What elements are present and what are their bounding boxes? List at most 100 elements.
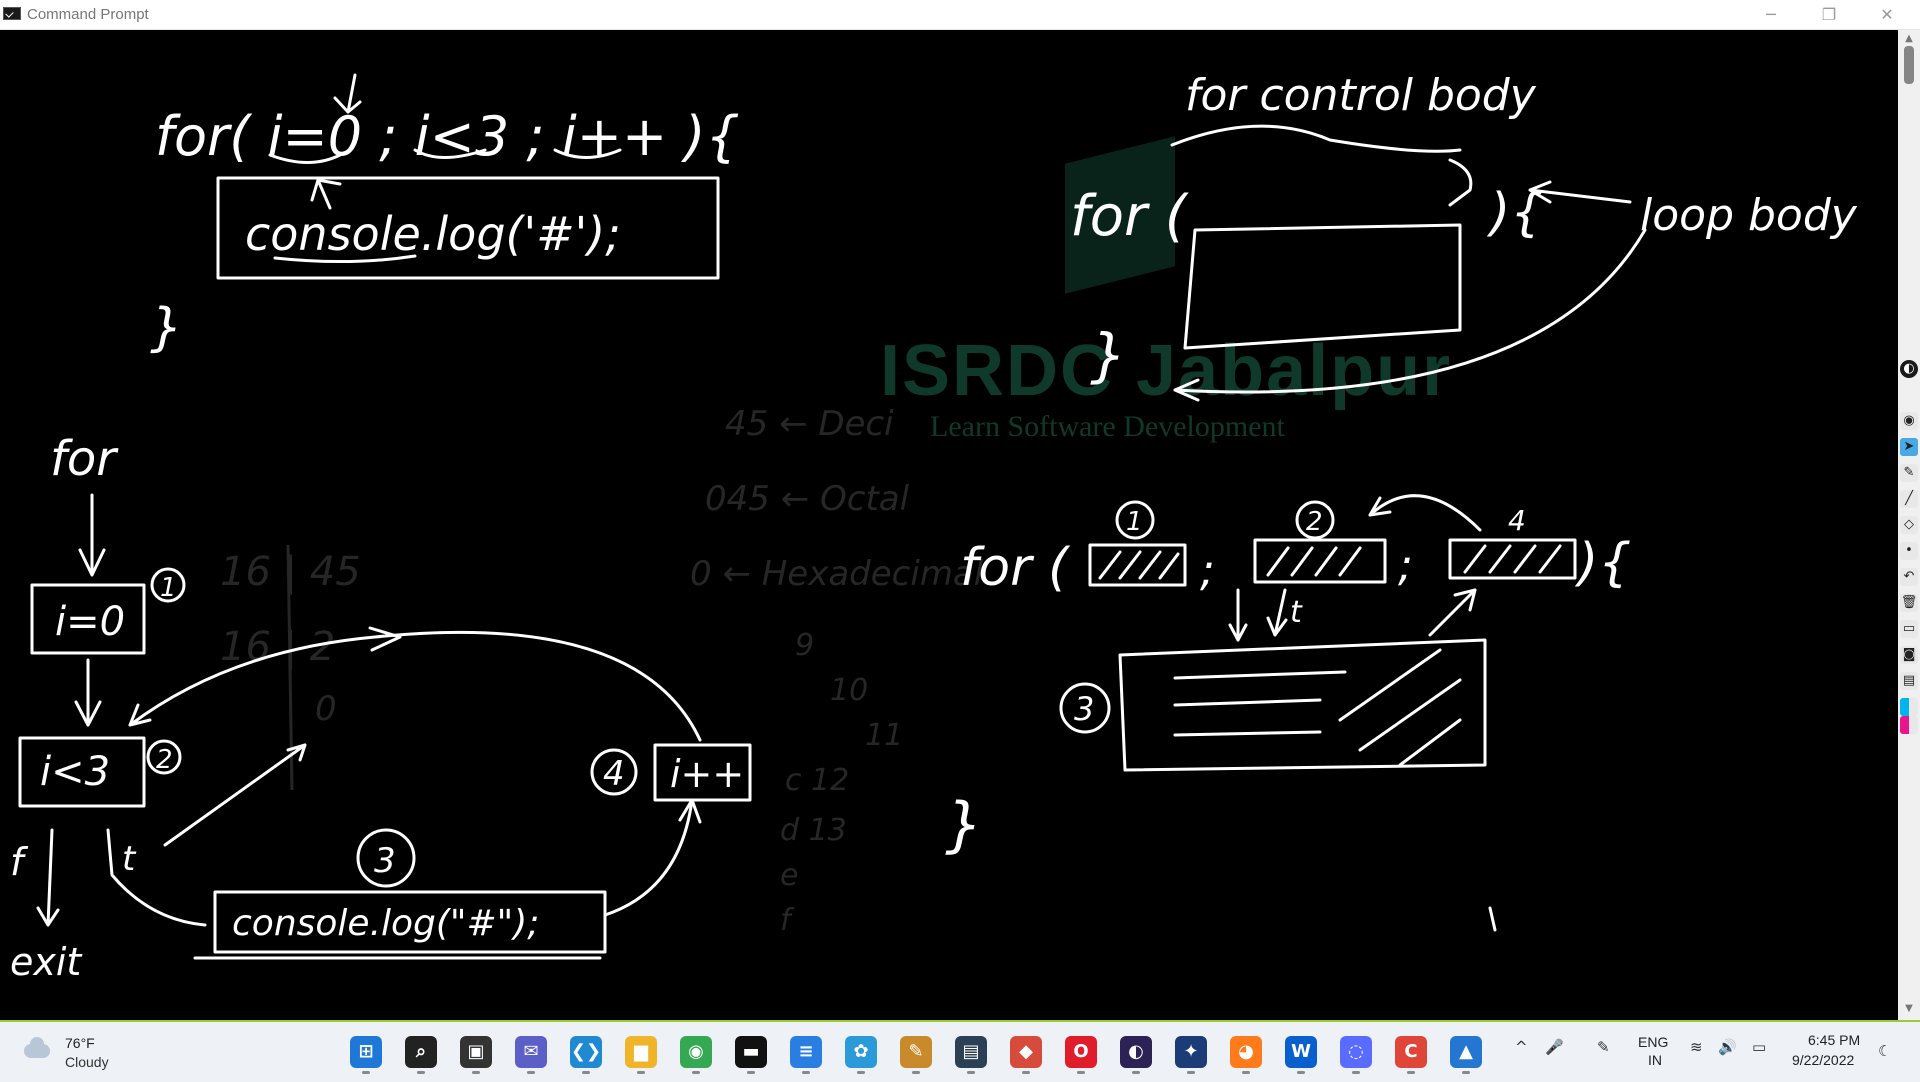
generic-body-box — [1118, 638, 1487, 772]
cursor-tool-icon[interactable]: ➤ — [1900, 438, 1918, 456]
webex-icon[interactable]: W — [1285, 1036, 1317, 1074]
flow-arrow-1 — [78, 493, 106, 577]
task-view-icon[interactable]: ▣ — [460, 1036, 492, 1074]
messenger-icon[interactable]: ◌ — [1340, 1036, 1372, 1074]
color-magenta-swatch[interactable] — [1900, 716, 1918, 734]
pen-tool-icon[interactable]: ✎ — [1900, 464, 1918, 482]
paint-icon[interactable]: ✿ — [845, 1036, 877, 1074]
generic-step3-number: 3 — [1074, 690, 1094, 728]
windows-start-icon[interactable]: ⊞ — [350, 1036, 382, 1074]
faint-hex-11: 11 — [865, 718, 903, 753]
generic-for-keyword: for ( — [960, 538, 1071, 598]
notepad-icon[interactable]: ≡ — [790, 1036, 822, 1074]
running-indicator — [527, 1071, 535, 1074]
notification-icon[interactable]: ☾ — [1878, 1042, 1892, 1060]
photos-icon[interactable]: ▲ — [1450, 1036, 1482, 1074]
terminal-icon[interactable]: ▬ — [735, 1036, 767, 1074]
generic-close-brace: } — [945, 790, 983, 860]
color-cyan-swatch[interactable] — [1900, 698, 1918, 716]
cloud-icon — [24, 1037, 50, 1058]
clipboard-tool-icon[interactable]: ▤ — [1900, 672, 1918, 690]
flow-exit-label: exit — [10, 940, 83, 984]
title-bar: Command Prompt ─ ❐ ✕ — [0, 0, 1920, 30]
chat-icon[interactable]: ✉ — [515, 1036, 547, 1074]
chrome-icon[interactable]: ◉ — [680, 1036, 712, 1074]
taskbar: 76°F Cloudy ⊞⌕▣✉❮❯▆◉▬≡✿✎▤◆O◐✦◕W◌C▲ ^ 🎤 ✎… — [0, 1020, 1920, 1082]
faint-hex-10: 10 — [830, 673, 868, 708]
loop-body-arrow — [1528, 180, 1632, 204]
firefox-icon[interactable]: ◕ — [1230, 1036, 1262, 1074]
eclipse-icon[interactable]: ◐ — [1120, 1036, 1152, 1074]
structure-body-box — [1183, 223, 1462, 350]
delete-tool-icon[interactable]: 🗑 — [1900, 594, 1918, 612]
generic-body-to-incr-arrow — [1428, 588, 1477, 637]
clock-date[interactable]: 9/22/2022 — [1792, 1052, 1855, 1068]
close-button[interactable]: ✕ — [1880, 5, 1894, 24]
running-indicator — [747, 1071, 755, 1074]
watermark-title: ISRDC Jabalpur — [880, 331, 1453, 411]
pen-menu-icon[interactable]: ✎ — [1597, 1038, 1610, 1056]
structure-title: for control body — [1185, 70, 1537, 121]
chalk-drawing: for( i=0 ; i<3 ; i++ ){ console.log('#')… — [10, 70, 1858, 984]
eraser-tool-icon[interactable]: ◇ — [1900, 516, 1918, 534]
flow-diagonal-arrow — [163, 743, 307, 847]
camera-tool-icon[interactable]: ◙ — [1900, 646, 1918, 664]
microphone-icon[interactable]: 🎤 — [1545, 1038, 1564, 1056]
toolbar-handle-icon[interactable]: ◐ — [1900, 360, 1918, 378]
clock-time[interactable]: 6:45 PM — [1808, 1032, 1861, 1048]
faint-notes: 45 ← Deci 045 ← Octal 0 ← Hexadecimal 16… — [220, 404, 984, 938]
volume-icon[interactable]: 🔊 — [1718, 1038, 1737, 1056]
generic-step2-circle — [1295, 500, 1335, 540]
line-tool-icon[interactable]: ╱ — [1900, 490, 1918, 508]
flow-false-arrow — [36, 828, 60, 927]
faint-hex-f: f — [780, 903, 795, 938]
folder-icon[interactable]: ▆ — [625, 1036, 657, 1074]
recorder-icon[interactable]: C — [1395, 1036, 1427, 1074]
dot-tool-icon[interactable]: • — [1900, 542, 1918, 560]
flow-step1-number: 1 — [160, 573, 177, 603]
language-indicator[interactable]: ENG — [1638, 1034, 1669, 1050]
running-indicator — [1132, 1071, 1140, 1074]
scroll-thumb[interactable] — [1904, 46, 1914, 84]
scroll-up-arrow-icon[interactable]: ▲ — [1905, 33, 1913, 44]
faint-division-2: 16 | 2 — [220, 624, 335, 670]
weather-condition: Cloudy — [65, 1054, 109, 1070]
structure-brace-top — [1170, 124, 1462, 153]
faint-hex-d: d 13 — [780, 813, 847, 848]
pen-icon[interactable]: ✎ — [900, 1036, 932, 1074]
brush-icon[interactable]: ✦ — [1175, 1036, 1207, 1074]
flow-step2-number: 2 — [156, 745, 173, 775]
scroll-down-arrow-icon[interactable]: ▼ — [1905, 1003, 1913, 1014]
top-body-box — [216, 176, 720, 280]
undo-tool-icon[interactable]: ↶ — [1900, 568, 1918, 586]
view-eye-icon[interactable]: ◉ — [1900, 412, 1918, 430]
search-icon[interactable]: ⌕ — [405, 1036, 437, 1074]
top-arrow-up — [310, 178, 342, 210]
running-indicator — [912, 1071, 920, 1074]
generic-body-hatch — [1338, 648, 1462, 767]
battery-icon[interactable]: ▭ — [1752, 1038, 1767, 1056]
minimize-button[interactable]: ─ — [1766, 5, 1776, 24]
generic-step4-number: 4 — [1508, 504, 1526, 537]
flow-incr-box — [653, 743, 752, 802]
running-indicator — [967, 1071, 975, 1074]
faint-division-1: 16 | 45 — [220, 549, 361, 595]
flow-loop-arrowhead — [368, 626, 402, 652]
top-arrow-down — [333, 73, 362, 114]
restore-button[interactable]: ❐ — [1821, 5, 1837, 24]
running-indicator — [1242, 1071, 1250, 1074]
eraser-icon[interactable]: ◆ — [1010, 1036, 1042, 1074]
structure-brace-right — [1448, 158, 1473, 207]
flow-false-label: f — [10, 840, 29, 884]
tray-chevron-icon[interactable]: ^ — [1515, 1038, 1528, 1056]
running-indicator — [1352, 1071, 1360, 1074]
language-region[interactable]: IN — [1648, 1052, 1662, 1068]
opera-icon[interactable]: O — [1065, 1036, 1097, 1074]
vscode-icon[interactable]: ❮❯ — [570, 1036, 602, 1074]
wifi-icon[interactable]: ≋ — [1690, 1038, 1703, 1056]
generic-step1-number: 1 — [1126, 507, 1143, 537]
flow-cond-text: i<3 — [40, 749, 110, 795]
screen-tool-icon[interactable]: ▭ — [1900, 620, 1918, 638]
whiteboard-canvas[interactable]: ISRDC Jabalpur Learn Software Developmen… — [0, 30, 1898, 1020]
database-icon[interactable]: ▤ — [955, 1036, 987, 1074]
